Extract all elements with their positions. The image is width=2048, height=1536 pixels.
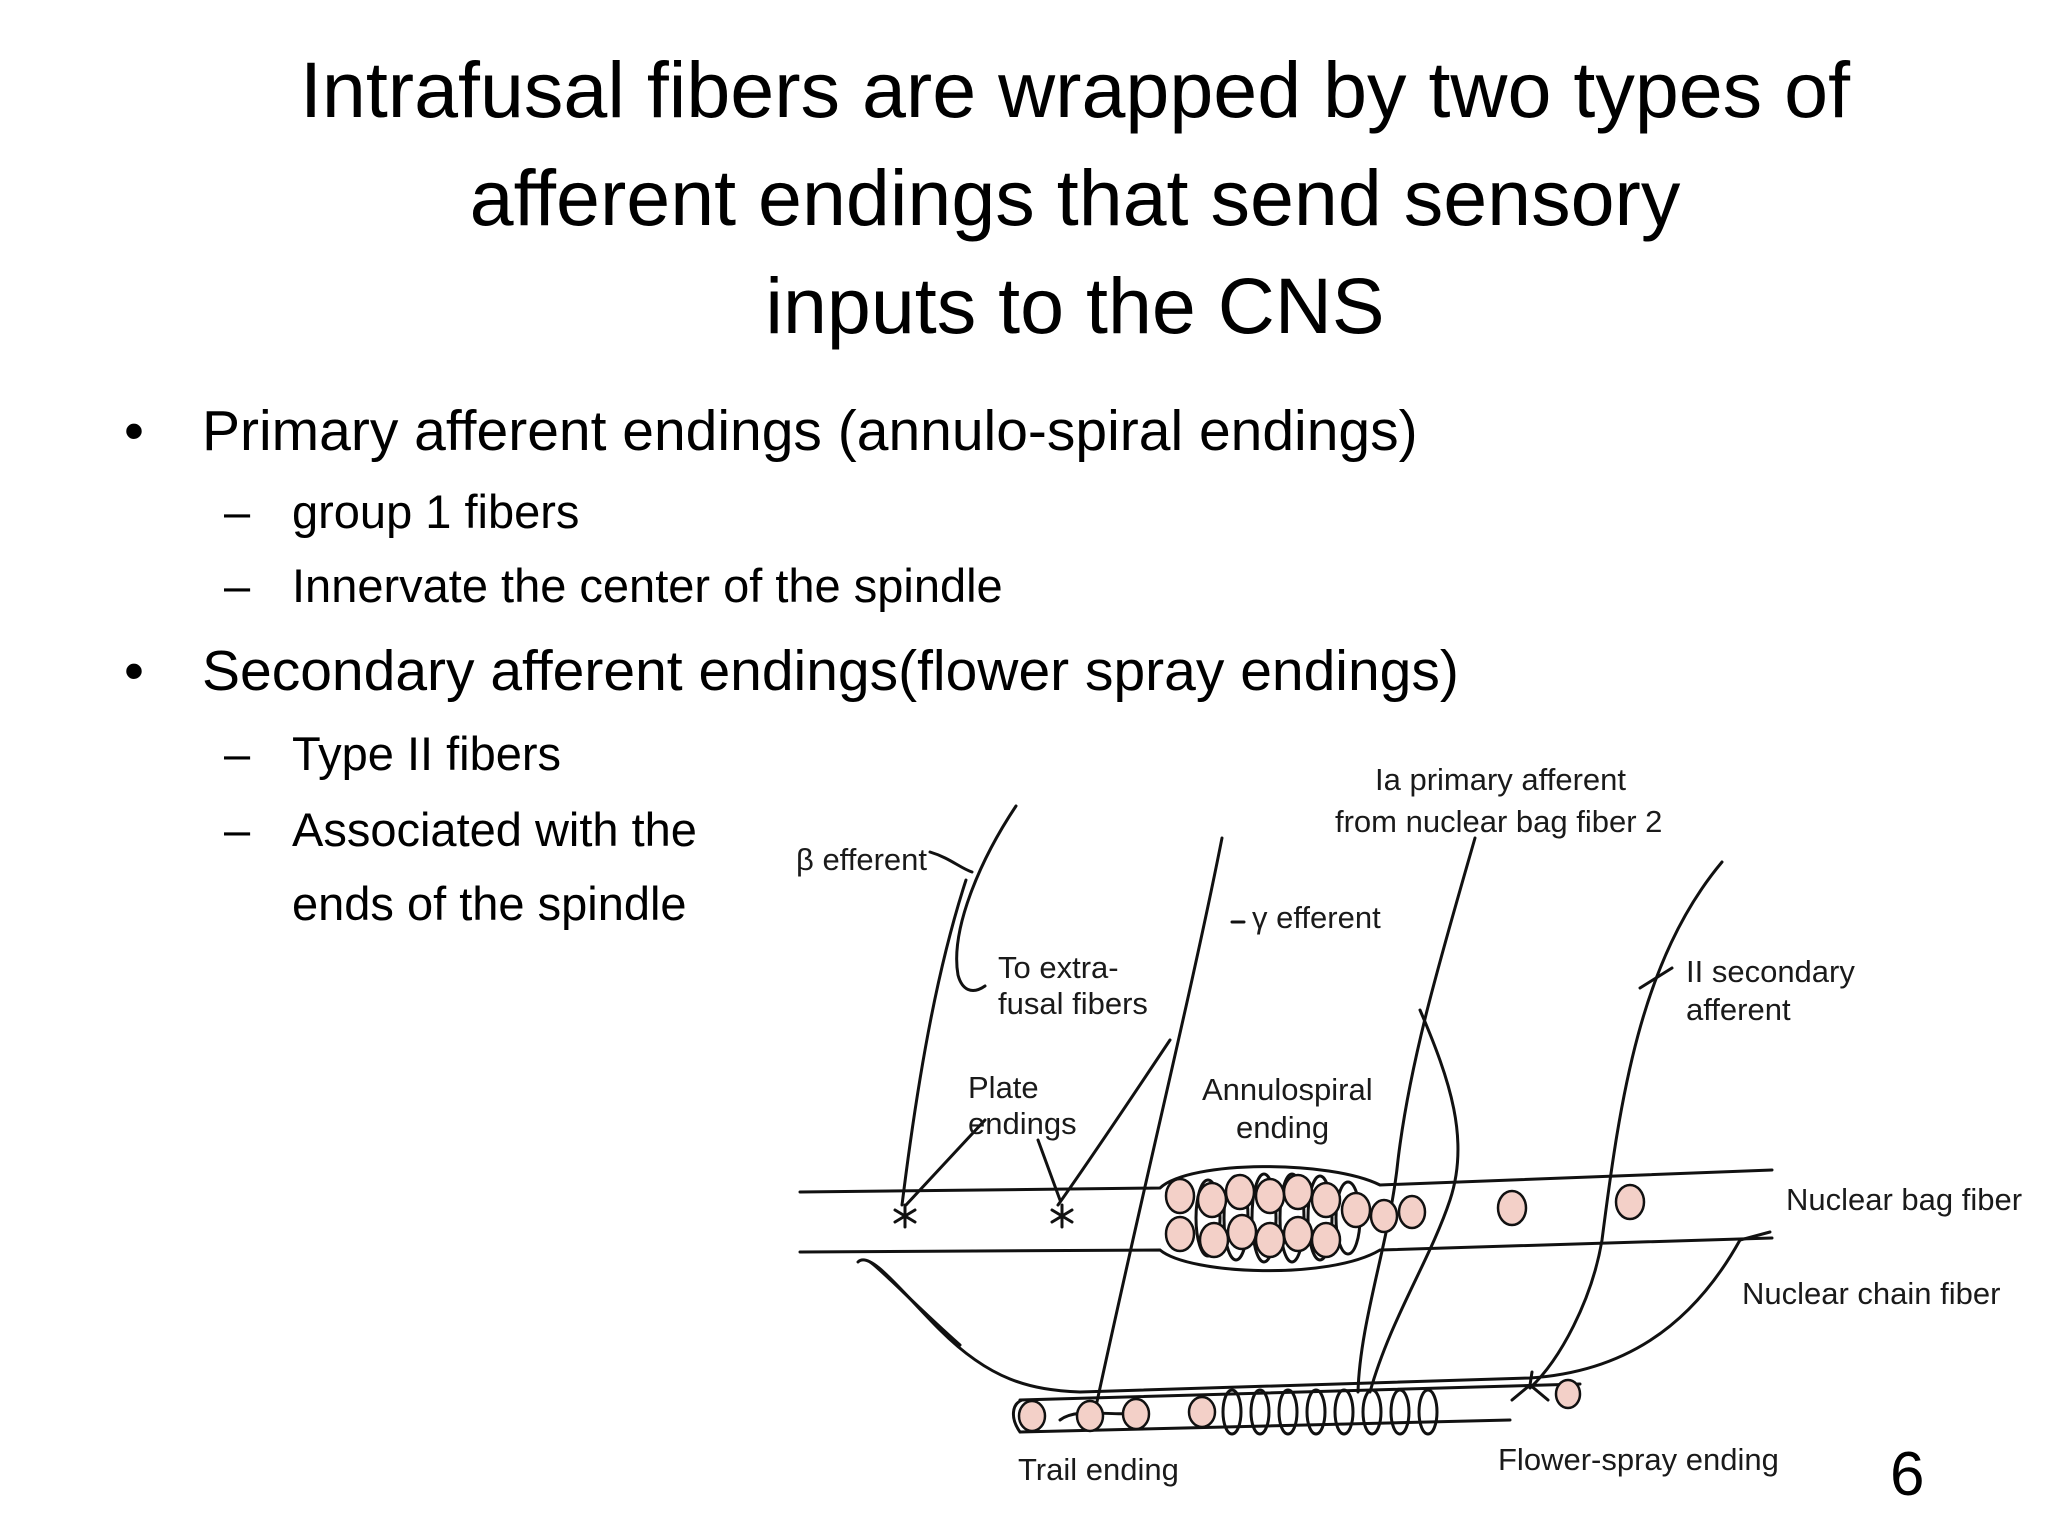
chain-coils: [1221, 1388, 1439, 1436]
ii-secondary-afferent-nerve: [1528, 860, 1724, 1390]
label-plate-line-1: Plate: [968, 1070, 1039, 1105]
label-ia-line-2: from nuclear bag fiber 2: [1335, 804, 1662, 839]
beta-efferent-nerve: [955, 804, 1018, 992]
title-line-2: afferent endings that send sensory: [469, 153, 1681, 242]
sub-mark: –: [224, 803, 251, 856]
label-ii-line-1: II secondary: [1686, 954, 1855, 989]
beta-label-leader: [928, 850, 974, 874]
label-extrafusal-line-2: fusal fibers: [998, 986, 1148, 1021]
label-annulo-line-2: ending: [1236, 1110, 1329, 1145]
sub-mark: –: [224, 485, 251, 538]
flower-spray-ending: [1510, 1370, 1550, 1402]
slide-title: Intrafusal fibers are wrapped by two typ…: [180, 36, 1970, 360]
label-plate-line-2: endings: [968, 1106, 1077, 1141]
bullet-text: Primary afferent endings (annulo-spiral …: [202, 399, 1418, 463]
label-trail-ending: Trail ending: [1018, 1452, 1179, 1487]
nuclear-chain-fiber-lower: [1012, 1398, 1512, 1434]
subitem-text: Type II fibers: [292, 727, 562, 780]
bullet-text: Secondary afferent endings(flower spray …: [202, 639, 1459, 703]
label-gamma-efferent: γ efferent: [1252, 900, 1381, 935]
nuclear-chain-fiber: [1018, 1382, 1582, 1402]
nuclear-bag-fiber-lower: [798, 1236, 1774, 1273]
fiber-nuclei: [1017, 1173, 1646, 1433]
subitem-text: group 1 fibers: [292, 485, 580, 538]
label-flower-spray-ending: Flower-spray ending: [1498, 1442, 1779, 1477]
ia-primary-afferent-nerve: [1356, 836, 1477, 1394]
subitem-text: Associated with the: [292, 803, 697, 856]
plate-ending-1: [893, 1203, 917, 1229]
beta-efferent-branch: [900, 878, 968, 1207]
ia-branch-to-bag: [1368, 1008, 1460, 1394]
label-nuclear-bag-fiber: Nuclear bag fiber: [1786, 1182, 2022, 1217]
label-nuclear-chain-fiber: Nuclear chain fiber: [1742, 1276, 2000, 1311]
plate-leader-2: [1036, 1138, 1062, 1202]
title-line-1: Intrafusal fibers are wrapped by two typ…: [299, 45, 1851, 134]
sub-mark: –: [224, 559, 251, 612]
gamma-efferent-nerve: [1090, 836, 1224, 1427]
ii-label-leader: [1638, 966, 1674, 990]
sub-mark: –: [224, 727, 251, 780]
plate-leader-1: [904, 1118, 987, 1207]
bullet-mark: •: [124, 399, 144, 463]
label-annulo-line-1: Annulospiral: [1202, 1072, 1373, 1107]
label-beta-efferent: β efferent: [796, 842, 927, 877]
spindle-capsule-inner: [868, 1260, 962, 1347]
label-ia-line-1: Ia primary afferent: [1375, 762, 1626, 797]
gamma-efferent-branch: [1056, 1038, 1172, 1207]
title-line-3: inputs to the CNS: [765, 261, 1385, 350]
label-extrafusal-line-1: To extra-: [998, 950, 1119, 985]
figure-labels: β efferent Ia primary afferent from nucl…: [796, 762, 2022, 1487]
plate-ending-2: [1050, 1203, 1074, 1229]
page-number: 6: [1890, 1440, 1925, 1509]
nuclear-bag-fiber: [798, 1165, 1774, 1194]
subitem-text: ends of the spindle: [292, 877, 687, 930]
bullet-mark: •: [124, 639, 144, 703]
label-ii-line-2: afferent: [1686, 992, 1791, 1027]
subitem-text: Innervate the center of the spindle: [292, 559, 1003, 612]
